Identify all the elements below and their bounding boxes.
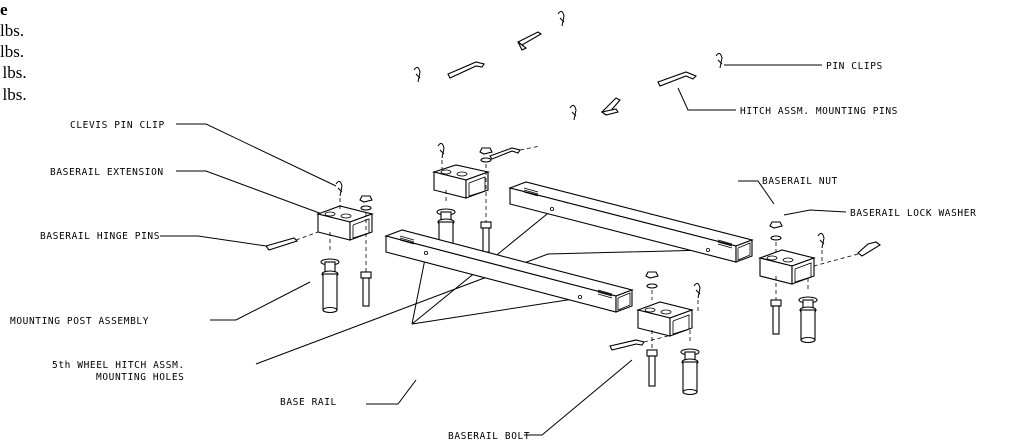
hitch-pin-right bbox=[813, 241, 881, 267]
baserail-extension-center bbox=[431, 164, 490, 199]
clevis-pin-clip-right bbox=[817, 232, 825, 262]
clevis-pin-clip-center bbox=[437, 142, 445, 170]
left-block-row: . lbs. bbox=[0, 63, 27, 82]
base-rail-left bbox=[384, 229, 634, 313]
label-base-rail: BASE RAIL bbox=[280, 397, 337, 408]
leader-lines bbox=[160, 64, 847, 436]
mounting-post-left bbox=[320, 232, 340, 314]
left-block-title: e bbox=[0, 0, 8, 19]
clevis-pin-clip-bottom bbox=[693, 282, 701, 312]
left-text-block: e lbs. lbs. . lbs. . lbs. bbox=[0, 0, 230, 150]
label-baserail-bolt: BASERAIL BOLT bbox=[448, 431, 530, 442]
label-mounting-holes-line2: MOUNTING HOLES bbox=[96, 372, 184, 383]
base-rail-right bbox=[508, 181, 754, 263]
bolt-bottom bbox=[646, 349, 658, 387]
label-baserail-hinge-pins: BASERAIL HINGE PINS bbox=[40, 231, 160, 242]
nut-washer-right bbox=[769, 221, 783, 300]
label-baserail-extension: BASERAIL EXTENSION bbox=[50, 167, 164, 178]
nut-washer-left bbox=[359, 195, 373, 272]
loose-pin-clips bbox=[413, 10, 723, 121]
bolt-left bbox=[360, 271, 372, 307]
label-mounting-holes-line1: 5th WHEEL HITCH ASSM. bbox=[52, 360, 185, 371]
hitch-pin-bottom bbox=[609, 335, 669, 351]
bolt-right bbox=[770, 299, 782, 335]
label-baserail-lock-washer: BASERAIL LOCK WASHER bbox=[850, 208, 976, 219]
label-baserail-nut: BASERAIL NUT bbox=[762, 176, 838, 187]
hinge-pin-left bbox=[265, 231, 319, 251]
nut-washer-center bbox=[479, 147, 493, 222]
baserail-extension-left bbox=[316, 205, 374, 241]
left-block-row: . lbs. bbox=[0, 85, 27, 104]
mounting-post-right bbox=[798, 278, 818, 344]
baserail-extension-bottom bbox=[636, 301, 694, 337]
label-hitch-pins: HITCH ASSM. MOUNTING PINS bbox=[740, 106, 898, 117]
hitch-pin-center bbox=[489, 145, 541, 160]
label-pin-clips: PIN CLIPS bbox=[826, 61, 883, 72]
mounting-post-bottom bbox=[680, 330, 700, 396]
left-block-row: lbs. bbox=[0, 42, 25, 61]
bolt-center bbox=[480, 221, 492, 253]
clevis-pin-clip-left bbox=[335, 180, 343, 212]
label-mounting-post-assembly: MOUNTING POST ASSEMBLY bbox=[10, 316, 149, 327]
nut-washer-bottom bbox=[645, 271, 659, 350]
baserail-extension-right bbox=[758, 249, 816, 285]
left-block-row: lbs. bbox=[0, 21, 25, 40]
label-clevis-pin-clip: CLEVIS PIN CLIP bbox=[70, 120, 165, 131]
loose-hitch-pins bbox=[447, 31, 697, 116]
